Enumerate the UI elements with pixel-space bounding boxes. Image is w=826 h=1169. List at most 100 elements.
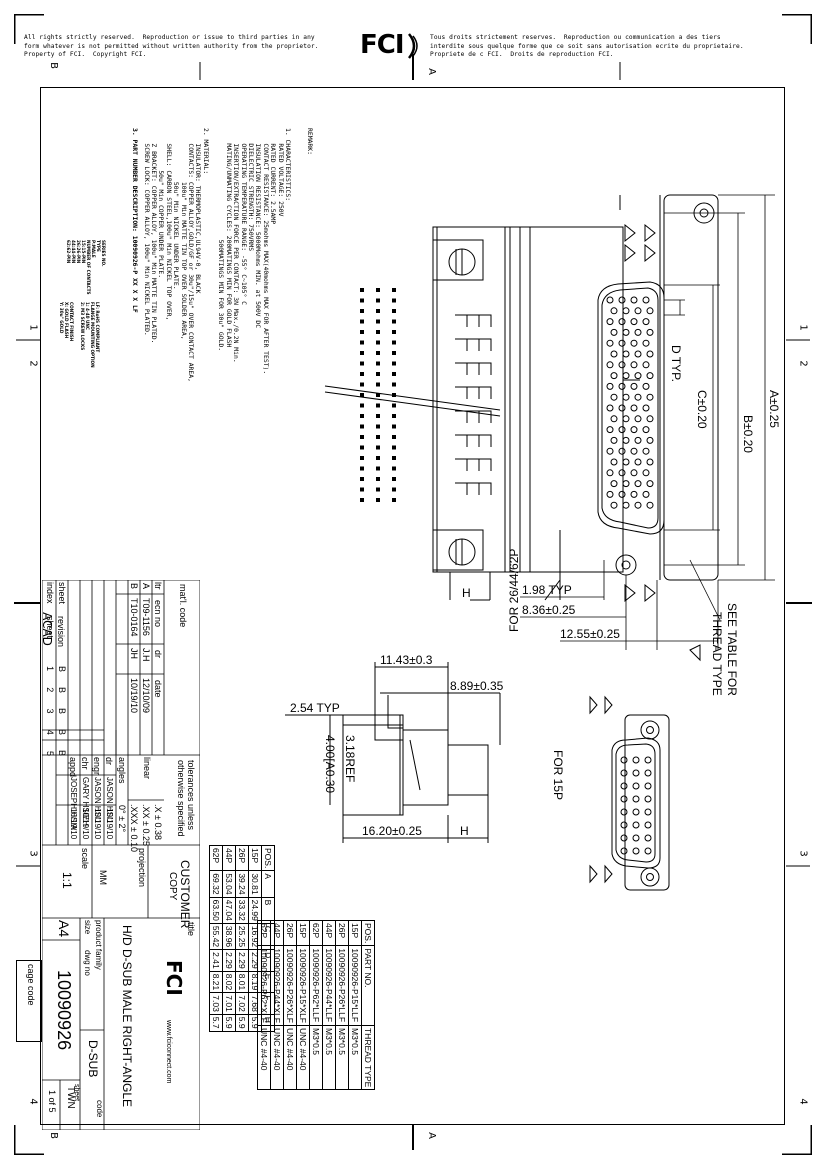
- part-table-cell: 62P: [309, 920, 323, 946]
- dim-table-cell: 5.9: [235, 1014, 249, 1032]
- front-contact: [630, 339, 638, 347]
- dim-table-cell: 2.29: [235, 949, 249, 972]
- part-table-cell: M3*0.5: [309, 1025, 323, 1090]
- front-contact: [646, 393, 654, 401]
- tb-rev-b: B: [129, 583, 139, 590]
- tb-dwg-no: 10090926: [54, 970, 74, 1051]
- pin-dot: [360, 498, 364, 502]
- front-contact: [634, 350, 642, 358]
- pin-dot: [392, 403, 396, 408]
- pin-dot: [376, 330, 380, 334]
- front-view-dimensions: [520, 194, 775, 650]
- pin-dot: [392, 351, 396, 355]
- pin-dot: [392, 477, 396, 481]
- tail-outline: [455, 386, 492, 399]
- front-view-contacts: [606, 296, 654, 509]
- pin-dot: [376, 372, 380, 376]
- front-contact: [642, 490, 650, 498]
- front-contact: [622, 393, 630, 401]
- front-contact-15p: [644, 769, 652, 777]
- front-contact: [606, 447, 614, 455]
- front-contact: [622, 436, 630, 444]
- front-contact: [630, 404, 638, 412]
- tb-title: H/D D-SUB MALE RIGHT-ANGLE: [120, 925, 134, 1108]
- dim-table-cell: 5.7: [209, 1014, 223, 1032]
- front-contact-15p: [644, 782, 652, 790]
- dim-table-cell: 2.29: [222, 949, 236, 972]
- pin-dot: [392, 319, 396, 324]
- front-contact: [606, 426, 614, 434]
- front-contact: [610, 328, 618, 336]
- front-contact: [634, 458, 642, 466]
- front-contact-15p: [644, 795, 652, 803]
- front-contact-15p: [632, 808, 640, 816]
- part-table-cell: UNC #4-40: [296, 1025, 310, 1090]
- pin-dot: [360, 319, 364, 324]
- dim-table-cell: 5.9: [222, 1014, 236, 1032]
- pin-dot: [392, 330, 396, 334]
- front-contact: [646, 480, 654, 488]
- part-table-cell: 15P: [348, 920, 362, 946]
- tail-outline: [455, 314, 492, 327]
- pin-dot: [392, 361, 396, 366]
- dim-table-cell: 30.81: [248, 870, 262, 898]
- dim-table-cell: 8.02: [222, 971, 236, 993]
- front-contact: [606, 318, 614, 326]
- front-contact: [610, 458, 618, 466]
- front-contact-15p: [644, 821, 652, 829]
- front-contact: [606, 404, 614, 412]
- pin-dot: [360, 456, 364, 460]
- front-contact: [610, 501, 618, 509]
- front-contact: [634, 501, 642, 509]
- front-contact: [618, 382, 626, 390]
- note-thread-type: THREAD TYPE: [710, 612, 724, 696]
- front-contact: [622, 415, 630, 423]
- front-contact: [618, 339, 626, 347]
- dim-c: C±0.20: [695, 390, 709, 429]
- title-block: mat'l. code ltr ecn no dr date A T09-115…: [42, 580, 200, 1130]
- pin-dot: [360, 361, 364, 366]
- pin-dot: [376, 456, 380, 460]
- part-table-cell: UNC #4-40: [283, 1025, 297, 1090]
- dim-16-20: 16.20±0.25: [362, 824, 422, 838]
- right-angle-view: [285, 662, 501, 843]
- dim-table-cell: 2.41: [209, 949, 223, 972]
- pin-dot: [376, 414, 380, 418]
- front-contact: [630, 318, 638, 326]
- front-contact: [642, 318, 650, 326]
- pin-dot: [376, 382, 380, 387]
- part-table-cell: 10090926-P26*LLF: [335, 945, 349, 1026]
- title-block-grid: [42, 580, 200, 1130]
- thread-type-triangle: [689, 644, 701, 662]
- pin-dot: [360, 298, 364, 303]
- pin-dot: [376, 309, 380, 313]
- front-view-15p-contacts: [620, 756, 652, 855]
- pin-dot: [392, 288, 396, 292]
- front-contact: [622, 350, 630, 358]
- pin-dot: [360, 330, 364, 334]
- tb-fci-logo: FCI: [162, 960, 186, 996]
- part-table-cell: 15P: [296, 920, 310, 946]
- pin-dot: [376, 487, 380, 492]
- label-for-15p: FOR 15P: [551, 750, 565, 800]
- front-contact: [610, 415, 618, 423]
- front-contact-15p: [620, 769, 628, 777]
- front-contact: [630, 447, 638, 455]
- tail-outline: [455, 338, 492, 351]
- dim-8-89: 8.89±0.35: [450, 679, 504, 693]
- dim-table-cell: 8.21: [209, 971, 223, 993]
- dim-table-cell: 53.04: [222, 870, 236, 898]
- pin-dot: [376, 393, 380, 397]
- dim-table-cell: 63.50: [209, 897, 223, 924]
- front-contact: [646, 501, 654, 509]
- tb-sheet-of: 1 of 5: [47, 1090, 57, 1113]
- pin-dot: [376, 351, 380, 355]
- front-contact: [630, 296, 638, 304]
- front-contact: [634, 328, 642, 336]
- front-contact-15p: [644, 808, 652, 816]
